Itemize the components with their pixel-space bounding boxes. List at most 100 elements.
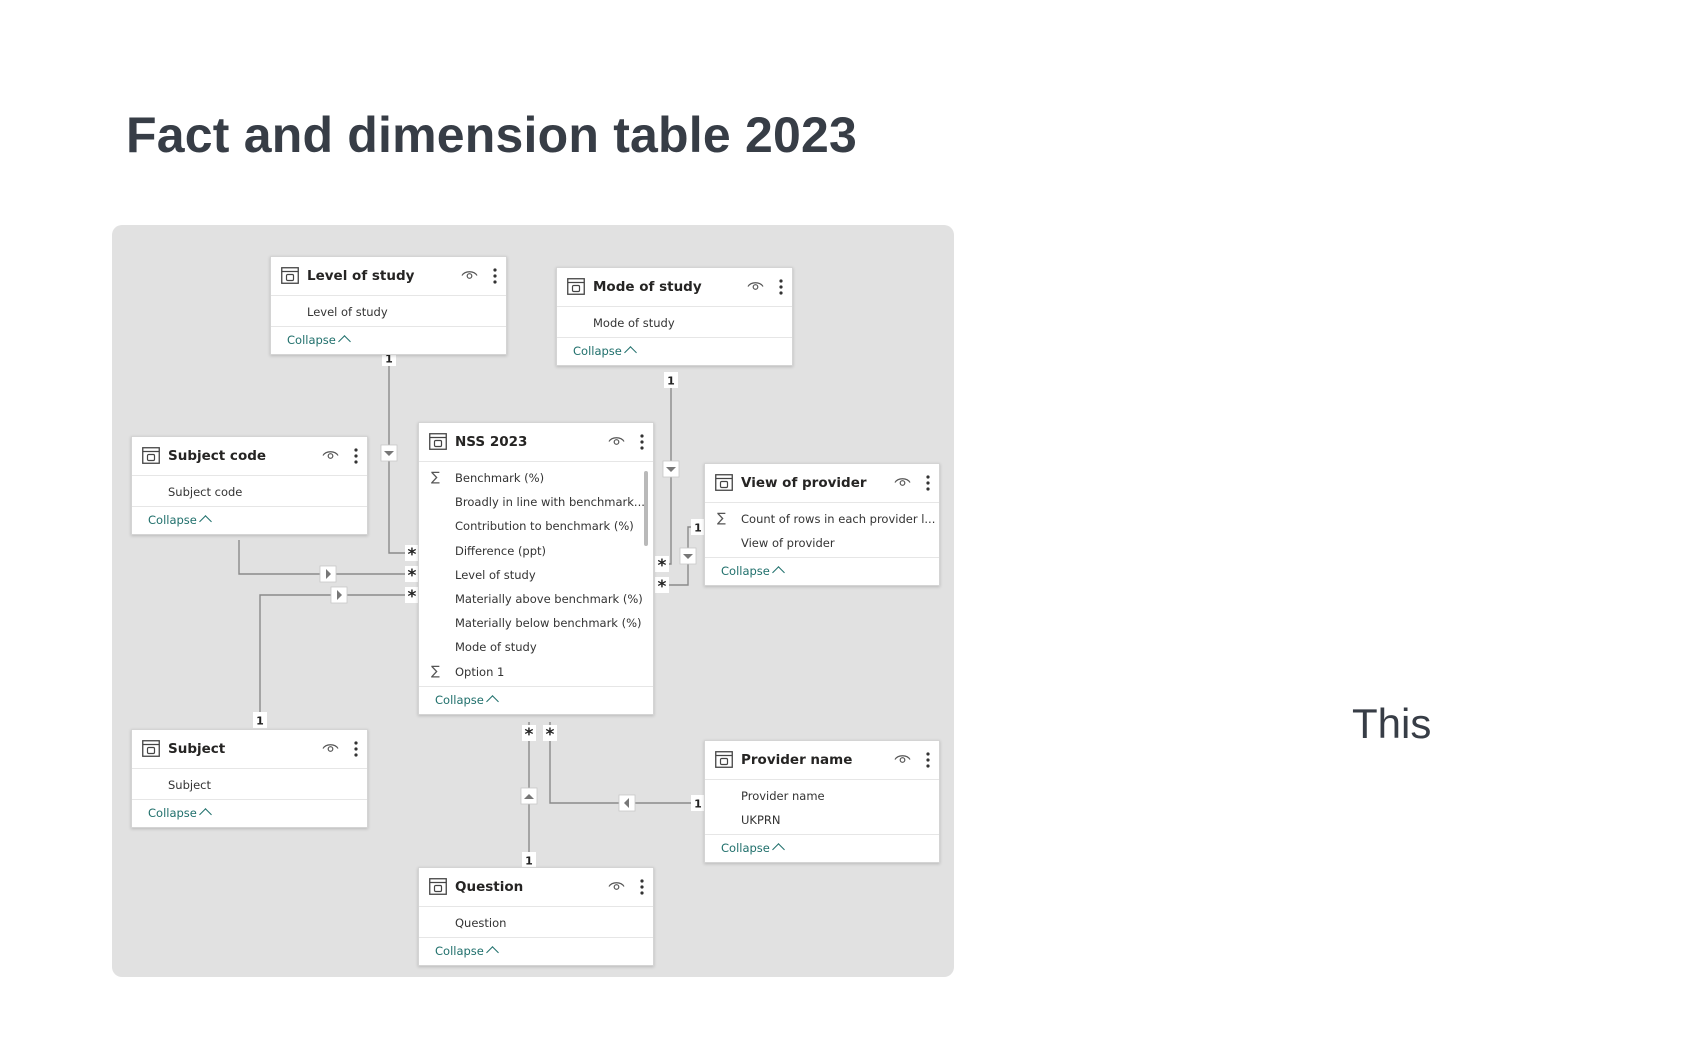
field-item[interactable]: Broadly in line with benchmark... — [419, 490, 653, 514]
more-options-icon[interactable] — [925, 751, 931, 769]
field-name: Subject code — [168, 485, 243, 499]
field-name: Subject — [168, 778, 211, 792]
field-name: Count of rows in each provider l... — [741, 512, 936, 526]
field-item[interactable]: Difference (ppt) — [419, 539, 653, 563]
cardinality-many-label: * — [405, 587, 419, 607]
chevron-up-icon — [199, 808, 212, 821]
field-item[interactable]: Level of study — [419, 563, 653, 587]
more-options-icon[interactable] — [639, 878, 645, 896]
more-options-icon[interactable] — [492, 267, 498, 285]
eye-icon[interactable] — [322, 743, 339, 754]
field-item[interactable]: Materially above benchmark (%) — [419, 587, 653, 611]
field-item[interactable]: ∑Option 1 — [419, 660, 653, 684]
relationship-lines: 1*1*1**1*1*1* — [238, 350, 705, 868]
svg-text:1: 1 — [385, 353, 393, 366]
field-item[interactable]: Materially below benchmark (%) — [419, 611, 653, 635]
relationship-subject[interactable] — [259, 594, 411, 723]
relationship-provider-name[interactable] — [549, 722, 698, 804]
cardinality-one-label: 1 — [522, 852, 536, 868]
eye-icon[interactable] — [461, 270, 478, 281]
chevron-up-icon — [486, 694, 499, 708]
chevron-up-icon — [624, 346, 637, 359]
more-options-icon[interactable] — [353, 447, 359, 465]
table-header[interactable]: Provider name — [705, 741, 939, 780]
field-name: UKPRN — [741, 813, 781, 827]
table-title: Mode of study — [593, 279, 702, 295]
chevron-up-icon — [199, 515, 212, 528]
filter-direction-arrow — [520, 787, 538, 805]
filter-direction-arrow — [330, 586, 348, 604]
filter-direction-arrow — [662, 460, 680, 478]
scrollbar[interactable] — [644, 471, 648, 546]
table-title: Subject code — [168, 448, 267, 464]
collapse-button[interactable]: Collapse — [132, 506, 367, 534]
table-card-nss-2023[interactable]: NSS 2023 ∑Benchmark (%)Broadly in line wi… — [418, 422, 654, 715]
field-item[interactable]: Mode of study — [419, 635, 653, 659]
collapse-button[interactable]: Collapse — [132, 799, 367, 827]
eye-icon[interactable] — [608, 881, 625, 892]
more-options-icon[interactable] — [639, 433, 645, 451]
field-list: Question — [419, 907, 653, 937]
field-item[interactable]: UKPRN — [705, 808, 939, 832]
svg-text:1: 1 — [694, 522, 702, 535]
table-header[interactable]: View of provider — [705, 464, 939, 503]
more-options-icon[interactable] — [353, 740, 359, 758]
sigma-icon: ∑ — [431, 663, 440, 679]
collapse-button[interactable]: Collapse — [705, 557, 939, 585]
svg-text:*: * — [525, 725, 534, 745]
svg-text:1: 1 — [256, 715, 264, 728]
eye-icon[interactable] — [894, 477, 911, 488]
relationship-subject-code[interactable] — [238, 540, 411, 575]
table-header[interactable]: NSS 2023 — [419, 423, 653, 462]
collapse-button[interactable]: Collapse — [705, 834, 939, 862]
field-item[interactable]: Question — [419, 911, 653, 935]
field-item[interactable]: ∑ Count of rows in each provider l... — [705, 507, 939, 531]
field-item[interactable]: ∑Benchmark (%) — [419, 466, 653, 490]
cardinality-many-label: * — [405, 566, 419, 586]
table-header[interactable]: Subject — [132, 730, 367, 769]
table-card-view-of-provider[interactable]: View of provider ∑ Count of rows in each p… — [704, 463, 940, 586]
field-list: ∑ Count of rows in each provider l... View… — [705, 503, 939, 557]
table-header[interactable]: Question — [419, 868, 653, 907]
eye-icon[interactable] — [608, 436, 625, 447]
chevron-up-icon — [772, 843, 785, 856]
relationship-level-of-study[interactable] — [388, 362, 411, 554]
table-header[interactable]: Mode of study — [557, 268, 792, 307]
field-item[interactable]: Contribution to benchmark (%) — [419, 514, 653, 538]
eye-icon[interactable] — [322, 450, 339, 461]
table-header[interactable]: Subject code — [132, 437, 367, 476]
table-icon — [142, 447, 160, 464]
more-options-icon[interactable] — [778, 278, 784, 296]
table-icon — [715, 474, 733, 491]
cardinality-one-label: 1 — [253, 712, 267, 728]
field-item[interactable]: Provider name — [705, 784, 939, 808]
field-item[interactable]: Subject code — [132, 480, 367, 504]
eye-icon[interactable] — [747, 281, 764, 292]
table-header[interactable]: Level of study — [271, 257, 506, 296]
field-item[interactable]: View of provider — [705, 531, 939, 555]
collapse-button[interactable]: Collapse — [419, 685, 653, 714]
more-options-icon[interactable] — [925, 474, 931, 492]
collapse-button[interactable]: Collapse — [557, 337, 792, 365]
cardinality-many-label: * — [405, 545, 419, 565]
eye-icon[interactable] — [894, 754, 911, 765]
field-item[interactable]: Mode of study — [557, 311, 792, 335]
chevron-up-icon — [772, 566, 785, 579]
table-icon — [142, 740, 160, 757]
chevron-up-icon — [338, 335, 351, 348]
collapse-button[interactable]: Collapse — [271, 326, 506, 354]
svg-text:1: 1 — [667, 375, 675, 388]
table-icon — [715, 751, 733, 768]
field-item[interactable]: Subject — [132, 773, 367, 797]
field-item[interactable]: Level of study — [271, 300, 506, 324]
collapse-button[interactable]: Collapse — [419, 937, 653, 965]
field-name: View of provider — [741, 536, 835, 550]
sigma-icon: ∑ — [717, 511, 726, 526]
